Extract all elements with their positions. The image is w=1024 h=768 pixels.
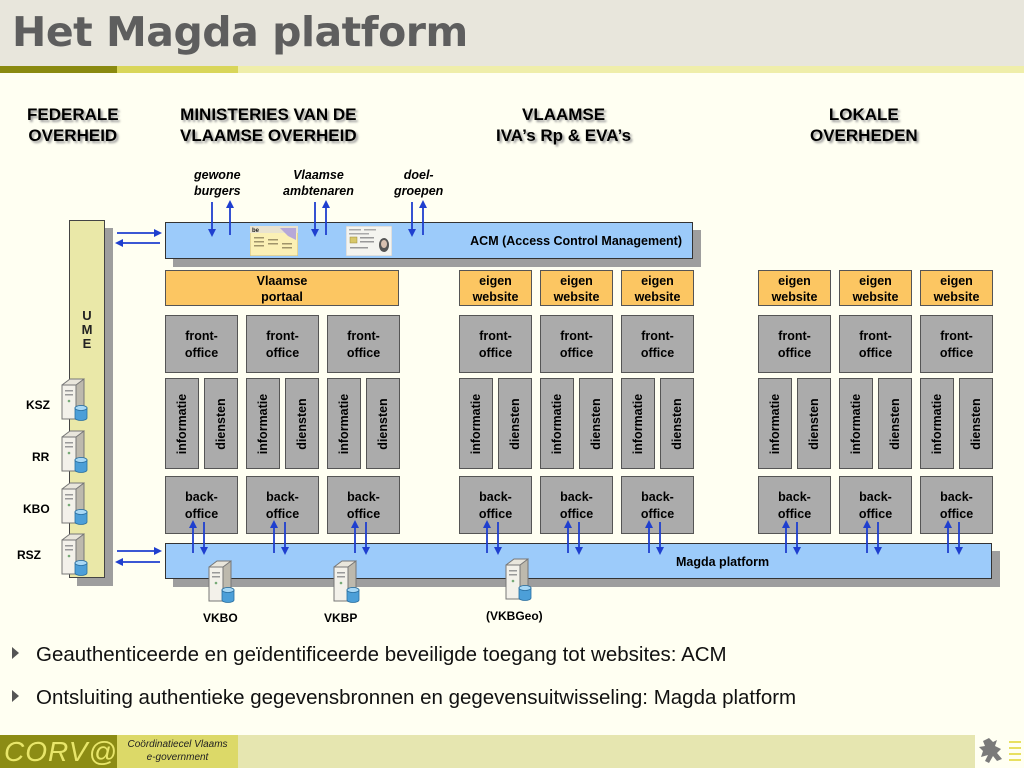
- user-group-target-groups: doel- groepen: [394, 168, 444, 198]
- informatie-box: informatie: [839, 378, 873, 469]
- server-database-icon: [61, 430, 88, 473]
- informatie-box: informatie: [165, 378, 199, 469]
- server-database-icon: [208, 560, 235, 603]
- front-office-box: front-office: [621, 315, 694, 373]
- source-label-rr: RR: [32, 450, 50, 464]
- front-office-box: front-office: [540, 315, 613, 373]
- eid-card-icon: be: [250, 226, 298, 256]
- bullet-triangle-icon: [12, 647, 19, 659]
- user-group-officials: Vlaamse ambtenaren: [283, 168, 354, 198]
- informatie-box: informatie: [327, 378, 361, 469]
- header-stripe-dark: [0, 66, 117, 73]
- server-database-icon: [333, 560, 360, 603]
- informatie-box: informatie: [621, 378, 655, 469]
- slide-title: Het Magda platform: [12, 8, 468, 56]
- informatie-box: informatie: [920, 378, 954, 469]
- corve-logo: CORV@: [0, 735, 117, 768]
- column-header-local: LOKALE OVERHEDEN: [810, 105, 918, 145]
- back-office-box: back-office: [621, 476, 694, 534]
- column-header-federal: FEDERALE OVERHEID: [27, 105, 119, 145]
- acm-label: ACM (Access Control Management): [470, 234, 682, 248]
- server-database-icon: [61, 533, 88, 576]
- source-label-vkbo: VKBO: [203, 611, 238, 625]
- source-label-vkbp: VKBP: [324, 611, 358, 625]
- diensten-box: diensten: [204, 378, 238, 469]
- bullet-item: Ontsluiting authentieke gegevensbronnen …: [12, 686, 796, 710]
- column-header-ministries: MINISTERIES VAN DE VLAAMSE OVERHEID: [180, 105, 357, 145]
- acm-bar: ACM (Access Control Management): [165, 222, 693, 259]
- header-stripe-light: [238, 66, 1024, 73]
- informatie-box: informatie: [758, 378, 792, 469]
- source-label-ksz: KSZ: [26, 398, 50, 412]
- front-office-box: front-office: [165, 315, 238, 373]
- back-office-box: back-office: [459, 476, 532, 534]
- source-label-kbo: KBO: [23, 502, 50, 516]
- diensten-box: diensten: [366, 378, 400, 469]
- magda-label: Magda platform: [676, 555, 770, 569]
- source-label-vkbgeo: (VKBGeo): [486, 609, 543, 623]
- back-office-box: back-office: [758, 476, 831, 534]
- bullet-triangle-icon: [12, 690, 19, 702]
- diensten-box: diensten: [285, 378, 319, 469]
- front-office-box: front-office: [246, 315, 319, 373]
- informatie-box: informatie: [459, 378, 493, 469]
- slide-header: Het Magda platform: [0, 0, 1024, 66]
- server-database-icon: [61, 482, 88, 525]
- front-office-box: front-office: [839, 315, 912, 373]
- magda-platform-bar: Magda platform: [165, 543, 992, 579]
- back-office-box: back-office: [327, 476, 400, 534]
- ume-label: U M E: [81, 308, 93, 351]
- diensten-box: diensten: [797, 378, 831, 469]
- back-office-box: back-office: [839, 476, 912, 534]
- corve-subtitle: Coördinatiecel Vlaams e-government: [117, 735, 238, 768]
- server-database-icon: [61, 378, 88, 421]
- back-office-box: back-office: [246, 476, 319, 534]
- informatie-box: informatie: [540, 378, 574, 469]
- back-office-box: back-office: [920, 476, 993, 534]
- column-header-flemish-agencies: VLAAMSE IVA’s Rp & EVA’s: [496, 105, 632, 145]
- front-office-box: front-office: [327, 315, 400, 373]
- diensten-box: diensten: [579, 378, 613, 469]
- front-office-box: front-office: [758, 315, 831, 373]
- diensten-box: diensten: [878, 378, 912, 469]
- user-group-citizens: gewone burgers: [194, 168, 241, 198]
- flemish-portal-box: Vlaamse portaal: [165, 270, 399, 306]
- diensten-box: diensten: [660, 378, 694, 469]
- identity-card-icon: [346, 226, 392, 256]
- front-office-box: front-office: [920, 315, 993, 373]
- diensten-box: diensten: [959, 378, 993, 469]
- back-office-box: back-office: [540, 476, 613, 534]
- bullet-item: Geauthenticeerde en geïdentificeerde bev…: [12, 643, 727, 667]
- diensten-box: diensten: [498, 378, 532, 469]
- informatie-box: informatie: [246, 378, 280, 469]
- flemish-lion-logo-icon: [975, 735, 1024, 768]
- source-label-rsz: RSZ: [17, 548, 41, 562]
- svg-text:be: be: [252, 228, 260, 234]
- header-stripe-mid: [117, 66, 238, 73]
- front-office-box: front-office: [459, 315, 532, 373]
- back-office-box: back-office: [165, 476, 238, 534]
- server-database-icon: [505, 558, 532, 601]
